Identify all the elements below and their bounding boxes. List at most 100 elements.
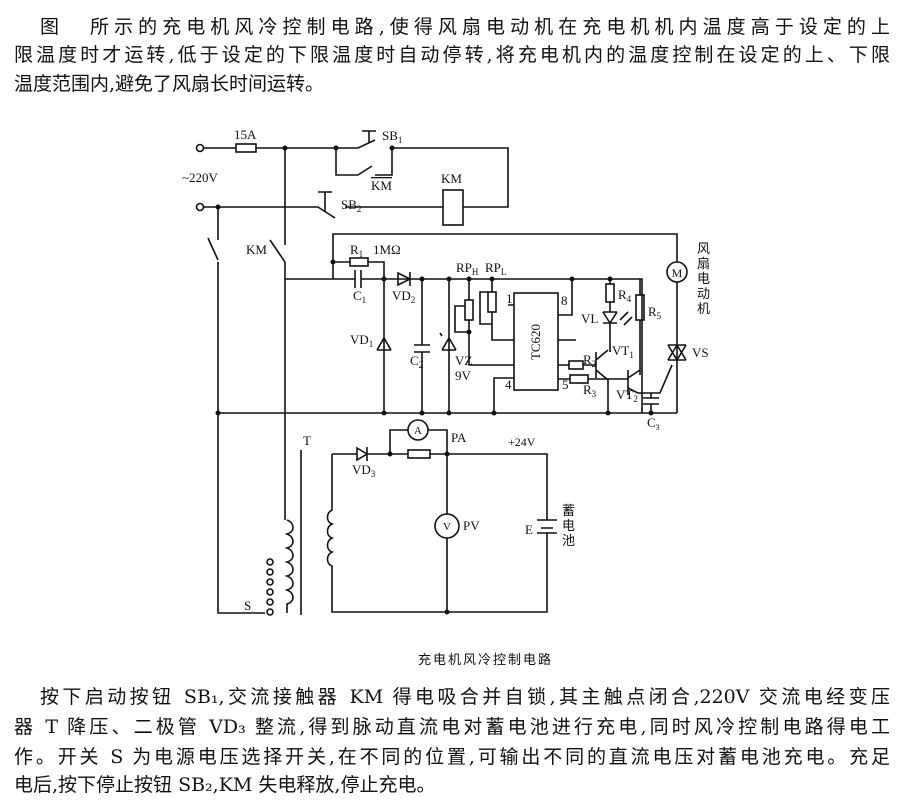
vl-label: VL bbox=[581, 311, 598, 326]
svg-text:电: 电 bbox=[697, 271, 710, 286]
svg-text:VT2: VT2 bbox=[616, 387, 638, 404]
vt1-label: VT bbox=[612, 343, 629, 358]
pin-5-label: 5 bbox=[562, 377, 569, 392]
sb1-label: SB bbox=[382, 128, 398, 143]
intro-line-1: 所示的充电机风冷控制电路,使得风扇电动机在充电机机内温度高于设定的上 bbox=[90, 16, 890, 38]
wires bbox=[195, 130, 688, 616]
svg-text:SB1: SB1 bbox=[382, 128, 402, 145]
r4-resistor bbox=[605, 283, 615, 303]
r1-value: 1MΩ bbox=[373, 242, 401, 257]
svg-text:R3: R3 bbox=[583, 382, 597, 399]
shunt-resistor bbox=[407, 449, 431, 459]
km-aux-label: KM bbox=[371, 178, 392, 193]
vd2-label: VD bbox=[392, 288, 411, 303]
ammeter-label: A bbox=[414, 425, 422, 437]
tc620-ic bbox=[513, 292, 559, 391]
led-light-icon bbox=[619, 311, 633, 326]
r4-label: R bbox=[618, 287, 627, 302]
switch-s-label: S bbox=[244, 598, 251, 613]
rpl-potentiometer bbox=[487, 291, 497, 313]
c2-label: C bbox=[410, 353, 419, 368]
vz-value: 9V bbox=[455, 368, 472, 383]
ic-label: TC620 bbox=[528, 324, 543, 360]
vz-label: VZ bbox=[455, 353, 472, 368]
svg-text:R1: R1 bbox=[350, 242, 363, 259]
svg-text:VD1: VD1 bbox=[350, 332, 373, 349]
svg-text:扇: 扇 bbox=[697, 256, 710, 271]
vd1-label: VD bbox=[350, 332, 369, 347]
c1-capacitor bbox=[354, 270, 362, 288]
svg-text:蓄: 蓄 bbox=[562, 503, 575, 518]
body-line-3: 作。开关 S 为电源电压选择开关,在不同的位置,可输出不同的直流电压对蓄电池充电… bbox=[14, 746, 890, 768]
svg-text:池: 池 bbox=[562, 533, 575, 548]
pv-label: PV bbox=[463, 518, 480, 533]
rph-label: RP bbox=[456, 260, 472, 275]
figure-ref: 图 bbox=[40, 16, 60, 38]
svg-text:动: 动 bbox=[697, 286, 710, 301]
transformer-secondary bbox=[326, 453, 548, 613]
r2-label: R bbox=[583, 352, 592, 367]
transformer-primary bbox=[284, 450, 302, 615]
transformer-label: T bbox=[303, 433, 311, 448]
plus24v-label: +24V bbox=[508, 435, 536, 449]
terminal-bottom bbox=[195, 202, 205, 212]
svg-text:C1: C1 bbox=[353, 288, 366, 305]
rpl-label: RP bbox=[485, 260, 501, 275]
vd3-label: VD bbox=[352, 462, 371, 477]
r3-label: R bbox=[583, 382, 592, 397]
figure-caption: 充电机风冷控制电路 bbox=[418, 652, 553, 667]
fan-motor-icon bbox=[666, 261, 688, 283]
battery-e-label: E bbox=[525, 522, 533, 537]
battery-icon bbox=[537, 519, 557, 540]
body-line-2: 器 T 降压、二极管 VD₃ 整流,得到脉动直流电对蓄电池进行充电,同时风冷控制… bbox=[14, 716, 890, 738]
svg-text:VT1: VT1 bbox=[612, 343, 634, 360]
r5-label: R bbox=[648, 304, 657, 319]
svg-text:R5: R5 bbox=[648, 304, 662, 321]
svg-text:VD2: VD2 bbox=[392, 288, 415, 305]
vd2-diode-icon bbox=[397, 271, 412, 287]
c1-label: C bbox=[353, 288, 362, 303]
svg-text:SB2: SB2 bbox=[341, 197, 361, 214]
km-main-label: KM bbox=[246, 242, 267, 257]
component-labels: 15A ~220V SB1 KM KM SB2 KM R1 1MΩ C1 VD2… bbox=[182, 127, 710, 667]
r1-resistor bbox=[349, 257, 369, 267]
vt2-c3 bbox=[627, 364, 673, 413]
svg-text:风: 风 bbox=[697, 241, 710, 256]
voltmeter-icon bbox=[434, 513, 460, 539]
r1-label: R bbox=[350, 242, 359, 257]
body-line-1: 按下启动按钮 SB₁,交流接触器 KM 得电吸合并自锁,其主触点闭合,220V … bbox=[40, 686, 890, 708]
km-coil-label: KM bbox=[441, 171, 462, 186]
svg-text:VD3: VD3 bbox=[352, 462, 376, 479]
c3-label: C bbox=[647, 415, 656, 430]
battery-caption: 蓄 电 池 bbox=[562, 503, 575, 548]
svg-text:C2: C2 bbox=[410, 353, 423, 370]
intro-line-3: 温度范围内,避免了风扇长时间运转。 bbox=[14, 73, 325, 95]
vt1-transistor bbox=[595, 349, 609, 413]
sb2-label: SB bbox=[341, 197, 357, 212]
svg-text:R2: R2 bbox=[583, 352, 596, 369]
terminal-top bbox=[195, 143, 205, 153]
pa-label: PA bbox=[451, 430, 467, 445]
vd1-diode-icon bbox=[376, 279, 392, 413]
vz-zener-icon bbox=[439, 279, 457, 413]
c2-capacitor bbox=[414, 279, 430, 413]
sb2-button-icon bbox=[318, 191, 332, 212]
svg-text:RPH: RPH bbox=[456, 260, 479, 277]
intro-line-2: 限温度时才运转,低于设定的下限温度时自动停转,将充电机内的温度控制在设定的上、下… bbox=[14, 44, 890, 66]
ammeter-icon bbox=[407, 419, 429, 441]
pin-1-label: 1 bbox=[506, 291, 513, 306]
vs-triac-icon bbox=[667, 343, 687, 362]
km-coil bbox=[442, 189, 464, 226]
sb1-button-icon bbox=[362, 130, 376, 142]
rph-potentiometer bbox=[464, 299, 474, 321]
svg-text:C3: C3 bbox=[647, 415, 660, 432]
fuse-icon bbox=[235, 143, 257, 153]
fuse-label: 15A bbox=[234, 127, 257, 142]
vt2-label: VT bbox=[616, 387, 633, 402]
pin-8-label: 8 bbox=[561, 293, 568, 308]
svg-text:RPL: RPL bbox=[485, 260, 506, 277]
r3-resistor bbox=[569, 374, 589, 384]
pin-4-label: 4 bbox=[505, 377, 512, 392]
vd3-diode-icon bbox=[356, 446, 369, 462]
